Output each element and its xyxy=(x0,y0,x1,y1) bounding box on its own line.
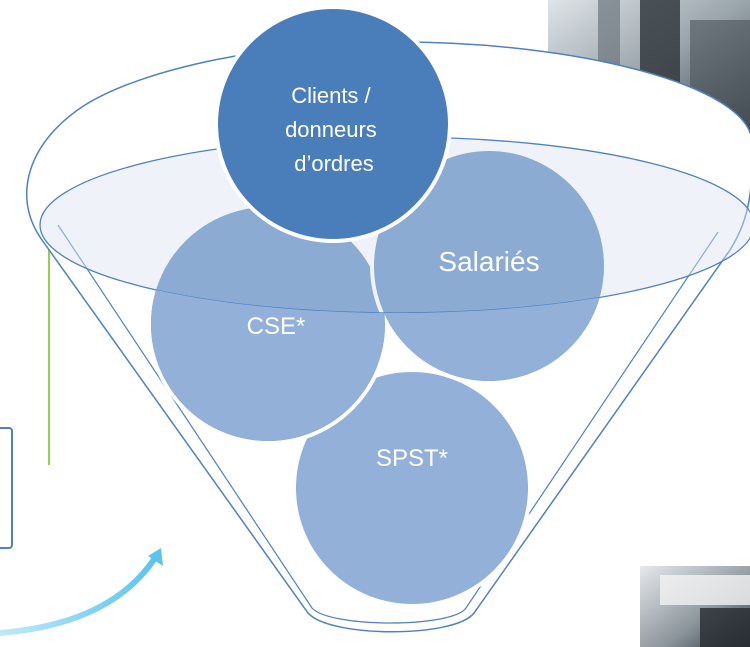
bottom-right-photo xyxy=(640,566,750,647)
curved-arrow-head xyxy=(148,548,163,566)
spst-label: SPST* xyxy=(376,445,448,472)
below-rim-tint xyxy=(151,225,604,441)
clients-label: Clients / donneurs d’ordres xyxy=(285,83,383,176)
left-partial-box xyxy=(0,427,13,549)
salaries-label: Salariés xyxy=(438,246,539,277)
funnel-inner-outline xyxy=(57,224,719,624)
curved-arrow xyxy=(0,555,158,636)
clients-circle xyxy=(214,5,452,243)
cse-label: CSE* xyxy=(247,313,306,340)
spst-circle xyxy=(292,368,532,608)
